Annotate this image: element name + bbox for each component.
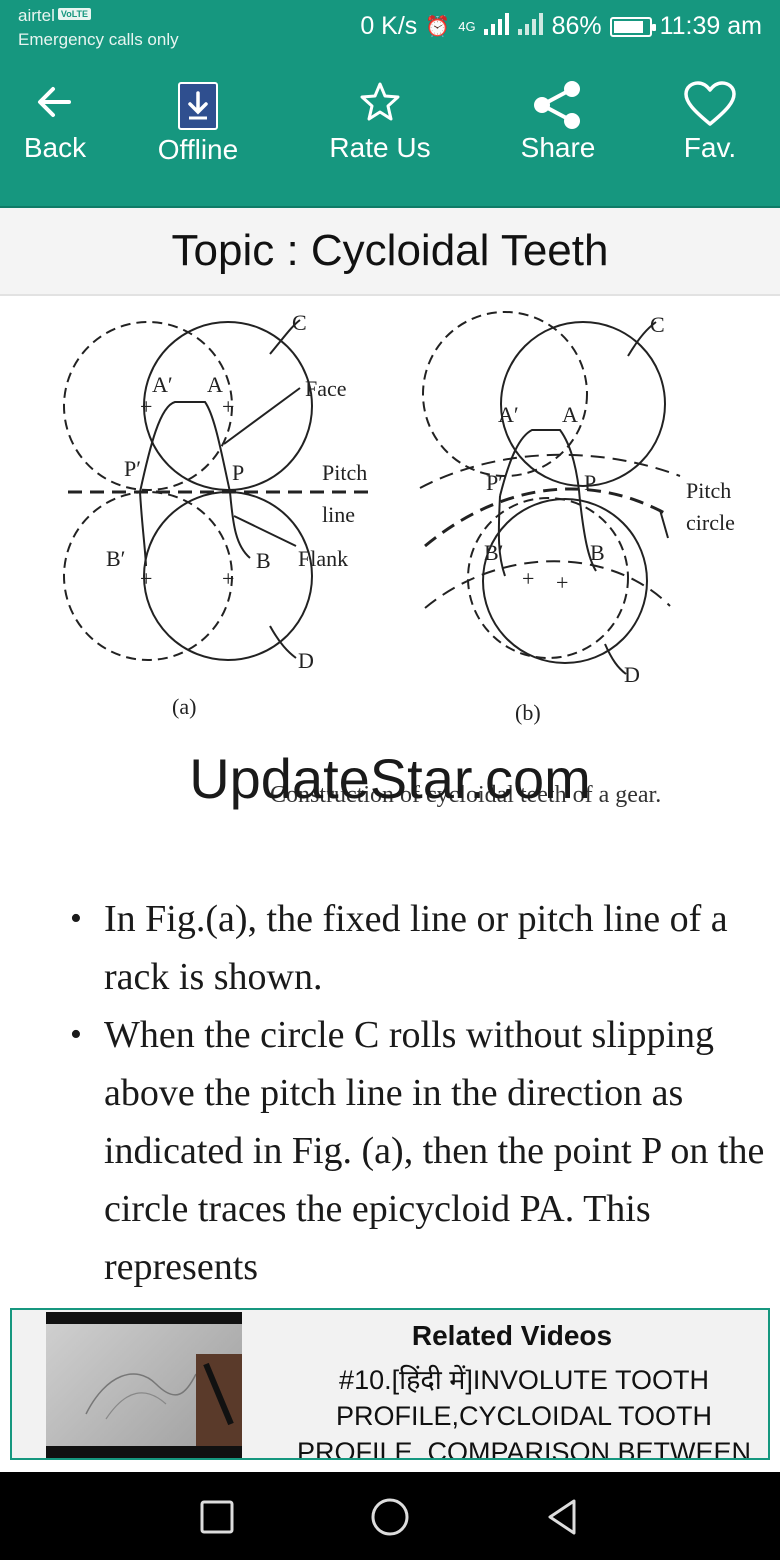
- circle-b-lower-left: [467, 497, 629, 659]
- content-body: In Fig.(a), the fixed line or pitch line…: [70, 890, 770, 1296]
- svg-text:+: +: [556, 570, 568, 595]
- rate-us-button[interactable]: Rate Us: [310, 80, 450, 190]
- svg-text:+: +: [522, 566, 534, 591]
- video-thumbnail-image: [85, 1354, 242, 1446]
- network-speed: 0 K/s: [360, 12, 418, 40]
- list-item: In Fig.(a), the fixed line or pitch line…: [70, 890, 770, 1006]
- pitch-circle-lower: [424, 560, 671, 609]
- circle-icon: [371, 1498, 409, 1536]
- label-b-c: C: [650, 312, 665, 337]
- pitch-circle-middle: [424, 487, 671, 548]
- label-face: Face: [305, 376, 347, 401]
- circle-a-upper-left: [63, 321, 233, 491]
- label-b-prime: B′: [106, 546, 126, 571]
- label-flank: Flank: [298, 546, 348, 571]
- fig-label-a: (a): [172, 694, 196, 719]
- cycloidal-teeth-figure: C Face Pitch line Flank D A′ A P′ P B′ B…: [0, 296, 780, 836]
- square-icon: [200, 1500, 234, 1534]
- label-b-p-prime: P′: [486, 470, 503, 495]
- offline-label: Offline: [157, 134, 239, 165]
- star-icon: [360, 82, 400, 121]
- home-button[interactable]: [365, 1492, 415, 1542]
- share-icon: [534, 81, 580, 129]
- label-b-p: P: [584, 470, 596, 495]
- figure-caption: Construction of cycloidal teeth of a gea…: [270, 782, 661, 808]
- label-b: B: [256, 548, 271, 573]
- rate-us-label: Rate Us: [329, 132, 431, 163]
- label-a-d: D: [298, 648, 314, 673]
- topic-title: Topic : Cycloidal Teeth: [171, 226, 609, 275]
- label-a-c: C: [292, 310, 307, 335]
- signal-2-icon: [517, 12, 544, 41]
- circle-b-upper-left: [422, 311, 588, 477]
- network-type: 4G: [458, 19, 476, 34]
- label-pitch: Pitch: [322, 460, 367, 485]
- signal-icon: [483, 12, 510, 41]
- pitch-circle-upper: [419, 453, 681, 489]
- share-button[interactable]: Share: [488, 80, 628, 190]
- offline-button[interactable]: Offline: [128, 80, 268, 190]
- svg-text:+: +: [140, 566, 152, 591]
- label-a: A: [207, 372, 223, 397]
- battery-percent: 86%: [551, 12, 602, 40]
- label-pitch-circle-1: Pitch: [686, 478, 731, 503]
- fig-label-b: (b): [515, 700, 541, 725]
- topic-header: Topic : Cycloidal Teeth: [0, 208, 780, 296]
- label-b-d: D: [624, 662, 640, 687]
- label-b-a-prime: A′: [498, 402, 519, 427]
- svg-text:+: +: [222, 566, 234, 591]
- circle-a-upper-right: [143, 321, 313, 491]
- label-p: P: [232, 460, 244, 485]
- top-toolbar: Back Offline Rate Us Share Fav.: [0, 56, 780, 208]
- label-a-prime: A′: [152, 372, 173, 397]
- back-label: Back: [23, 132, 87, 163]
- clock: 11:39 am: [659, 12, 762, 40]
- related-videos-title: Related Videos: [411, 1320, 613, 1351]
- label-b-b: B: [590, 540, 605, 565]
- triangle-back-icon: [548, 1499, 576, 1535]
- circle-a-lower-left: [63, 491, 233, 661]
- watermark: UpdateStar.com: [189, 747, 591, 810]
- back-arrow-icon: [38, 87, 71, 117]
- tooth-flank-b: [497, 495, 597, 577]
- favourite-button[interactable]: Fav.: [640, 80, 780, 190]
- share-label: Share: [520, 132, 596, 163]
- battery-level: [613, 20, 643, 33]
- tooth-face-b: [499, 429, 581, 502]
- related-videos-panel[interactable]: Related Videos #10.[हिंदी में]INVOLUTE T…: [10, 1308, 770, 1460]
- battery-icon: [609, 16, 656, 37]
- list-item: When the circle C rolls without slipping…: [70, 1006, 770, 1296]
- label-b-a: A: [562, 402, 578, 427]
- diagram: C Face Pitch line Flank D A′ A P′ P B′ B…: [63, 310, 735, 808]
- label-p-prime: P′: [124, 456, 141, 481]
- svg-text:+: +: [140, 394, 152, 419]
- favourite-label: Fav.: [683, 132, 737, 163]
- circle-b-upper-right: [500, 321, 666, 487]
- system-nav-bar: [0, 1472, 780, 1560]
- tooth-face-a: [139, 401, 231, 493]
- related-video-title[interactable]: #10.[हिंदी में]INVOLUTE TOOTH PROFILE,CY…: [296, 1365, 752, 1460]
- label-b-b-prime: B′: [484, 540, 504, 565]
- label-pitch-circle-2: circle: [686, 510, 735, 535]
- volte-badge: VoLTE: [57, 8, 92, 20]
- heart-icon: [684, 81, 736, 126]
- recents-button[interactable]: [192, 1492, 242, 1542]
- tooth-flank-a: [139, 491, 251, 567]
- video-thumbnail[interactable]: [46, 1312, 242, 1458]
- back-button[interactable]: Back: [0, 80, 125, 190]
- label-line: line: [322, 502, 355, 527]
- back-nav-button[interactable]: [538, 1492, 588, 1542]
- emergency-status: Emergency calls only: [18, 30, 179, 49]
- alarm-icon: ⏰: [425, 16, 451, 38]
- download-doc-icon: [178, 82, 218, 130]
- svg-text:+: +: [222, 394, 234, 419]
- bullet-list: In Fig.(a), the fixed line or pitch line…: [70, 890, 770, 1296]
- circle-b-lower-right: [482, 498, 648, 664]
- status-right: 0 K/s ⏰ 4G 86% 11:39 am: [360, 12, 762, 41]
